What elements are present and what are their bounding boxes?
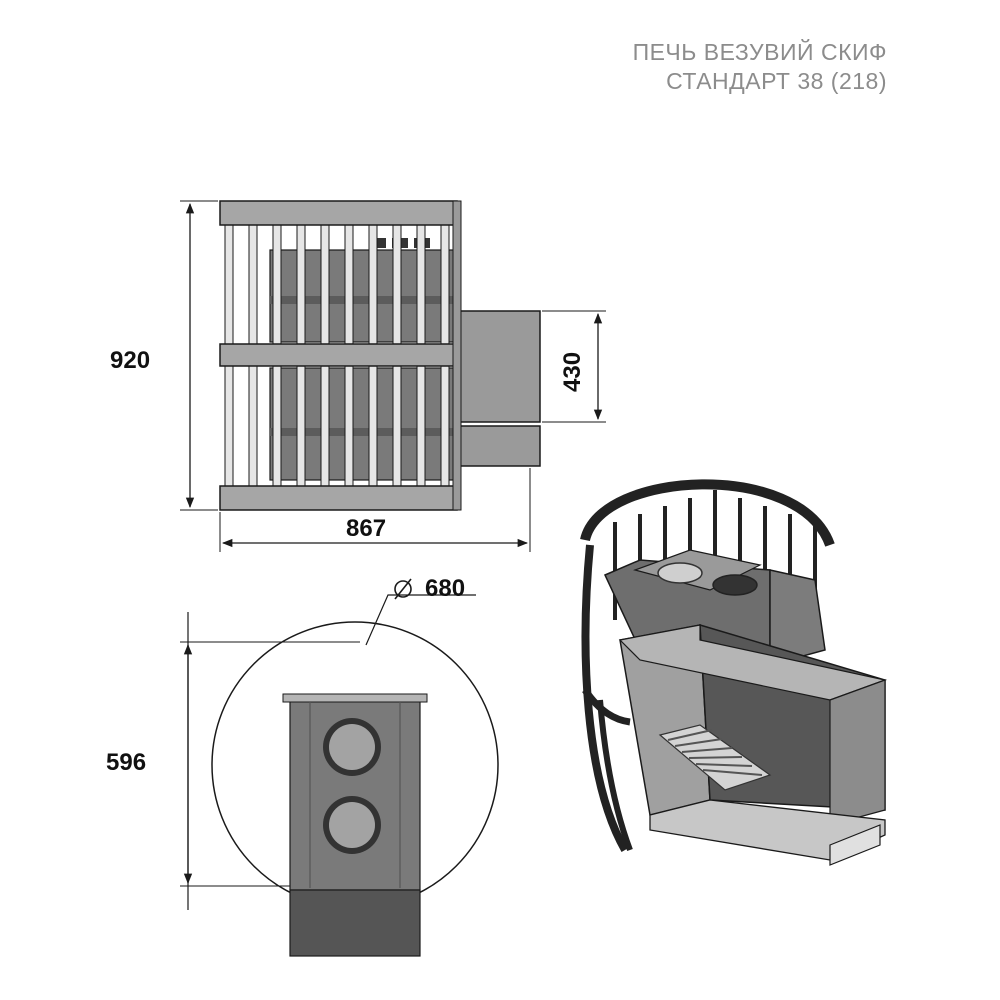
iso-burner-2 xyxy=(712,574,758,596)
dimension-height: 920 xyxy=(110,200,218,511)
dimension-depth: 596 xyxy=(106,612,360,910)
dimension-depth-label: 596 xyxy=(106,749,146,776)
top-rail xyxy=(219,200,458,226)
grate-slot xyxy=(674,738,723,747)
base-lip xyxy=(829,824,881,866)
top-tunnel xyxy=(289,889,421,957)
stove-right-panel xyxy=(769,569,826,666)
iso-burner-1 xyxy=(657,562,703,584)
ash-tunnel xyxy=(459,425,541,467)
middle-rail xyxy=(219,343,458,367)
product-title-line-2: СТАНДАРТ 38 (218) xyxy=(666,68,887,94)
dimension-diameter: 680 xyxy=(365,575,476,646)
dimension-width: 867 xyxy=(219,468,531,552)
dimension-width-label: 867 xyxy=(346,515,386,542)
grate-slot xyxy=(688,756,743,759)
stove-band-upper xyxy=(270,296,455,304)
product-title-line-1: ПЕЧЬ ВЕЗУВИЙ СКИФ xyxy=(632,39,887,65)
grate-slot xyxy=(702,769,763,776)
firebox-tunnel xyxy=(459,310,541,423)
stove-top-lip xyxy=(282,693,428,703)
dimension-tunnel: 430 xyxy=(542,310,606,423)
burner-cover xyxy=(329,802,375,848)
base-plate xyxy=(649,799,886,861)
grille-top-ring xyxy=(580,479,835,547)
product-title: ПЕЧЬ ВЕЗУВИЙ СКИФ СТАНДАРТ 38 (218) xyxy=(633,38,887,96)
top-view xyxy=(211,621,499,957)
front-view xyxy=(219,200,541,511)
grate-lines xyxy=(667,729,763,776)
isometric-view xyxy=(580,479,888,866)
grille-front-arc xyxy=(581,544,629,852)
right-edge-post xyxy=(452,200,462,511)
dimension-tunnel-label: 430 xyxy=(559,352,586,392)
dimension-diameter-label: 680 xyxy=(425,575,465,602)
bottom-rail xyxy=(219,485,458,511)
vent-slot xyxy=(370,238,386,248)
grate-slot xyxy=(695,763,753,767)
burner-cover xyxy=(329,724,375,770)
dimension-height-label: 920 xyxy=(110,347,150,374)
grate-slot xyxy=(667,729,713,741)
grate-slot xyxy=(681,747,733,753)
stove-band-lower xyxy=(270,428,455,436)
stove-step-block xyxy=(829,679,886,826)
